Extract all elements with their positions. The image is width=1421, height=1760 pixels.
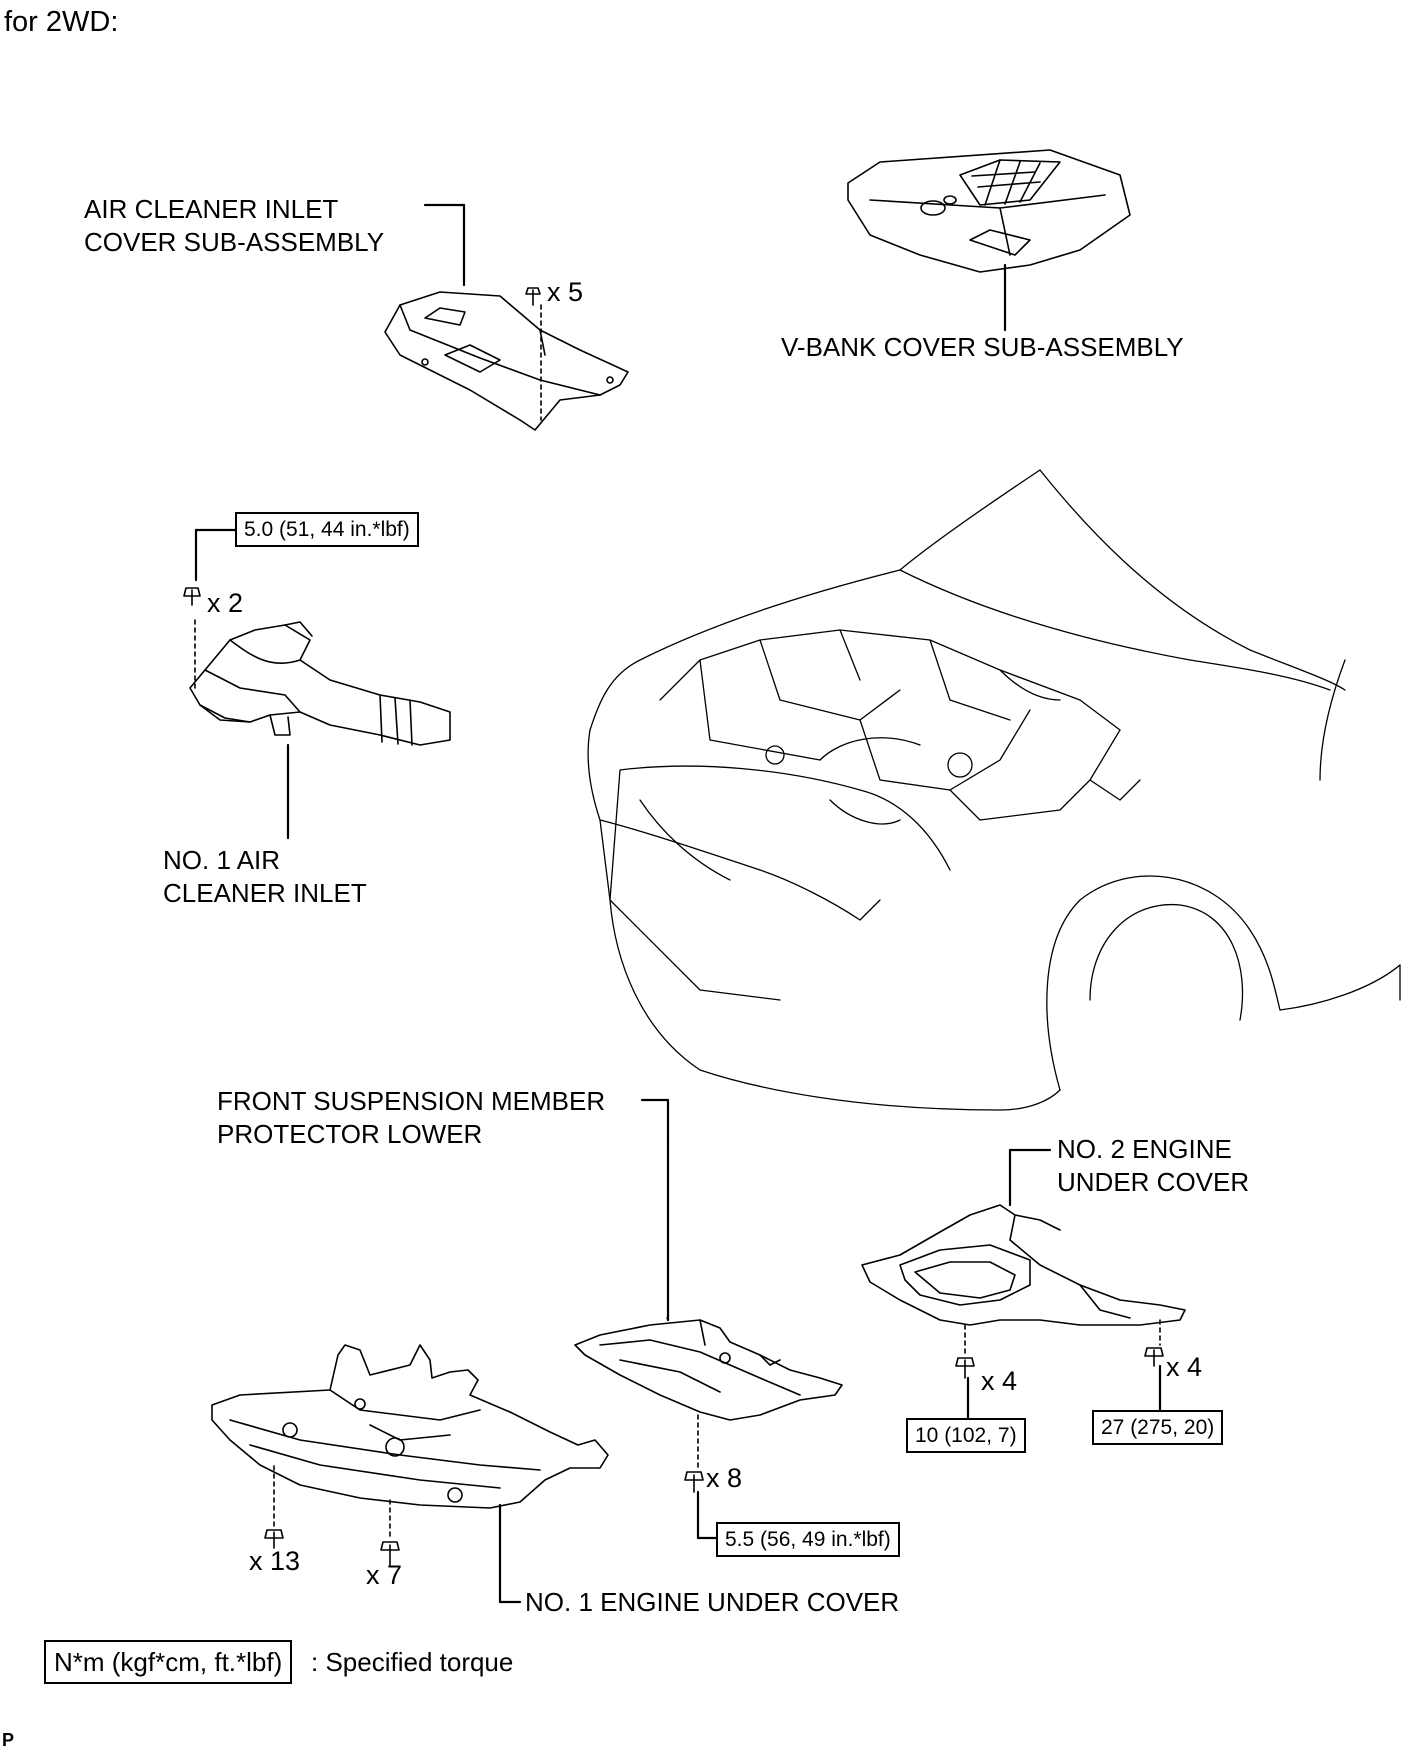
torque-box-protector-bolt: 5.5 (56, 49 in.*lbf) — [716, 1522, 900, 1557]
label-no1-air-cleaner-inlet-line1: NO. 1 AIR — [163, 845, 281, 875]
header-text: for 2WD: — [4, 6, 119, 38]
qty-no1-clips: x 7 — [366, 1560, 403, 1590]
qty-no2-bolts-a: x 4 — [981, 1366, 1018, 1396]
qty-no1-bolts: x 13 — [249, 1546, 301, 1576]
label-no2-engine-under-cover-line2: UNDER COVER — [1057, 1167, 1250, 1197]
legend-description: : Specified torque — [311, 1647, 514, 1677]
torque-box-no2-bolt-b: 27 (275, 20) — [1092, 1410, 1224, 1445]
qty-protector-bolts: x 8 — [706, 1463, 743, 1493]
label-front-suspension-protector-line1: FRONT SUSPENSION MEMBER — [217, 1086, 606, 1116]
no1-engine-under-cover-illustration — [211, 1344, 609, 1604]
legend-torque-unit-box: N*m (kgf*cm, ft.*lbf) — [44, 1640, 293, 1684]
label-front-suspension-protector-line2: PROTECTOR LOWER — [217, 1119, 483, 1149]
torque-box-no2-bolt-a: 10 (102, 7) — [906, 1418, 1026, 1453]
vehicle-front-illustration — [587, 469, 1401, 1111]
front-suspension-protector-illustration — [574, 1098, 843, 1540]
label-v-bank-cover: V-BANK COVER SUB-ASSEMBLY — [781, 332, 1184, 362]
label-air-cleaner-inlet-cover-line2: COVER SUB-ASSEMBLY — [84, 227, 385, 257]
qty-no2-bolts-b: x 4 — [1166, 1352, 1203, 1382]
air-cleaner-inlet-cover-illustration — [384, 203, 629, 431]
label-no1-air-cleaner-inlet-line2: CLEANER INLET — [163, 878, 367, 908]
torque-box-inlet-bolt: 5.0 (51, 44 in.*lbf) — [235, 512, 419, 547]
qty-inlet-bolts: x 2 — [207, 588, 244, 618]
label-air-cleaner-inlet-cover-line1: AIR CLEANER INLET — [84, 194, 339, 224]
v-bank-cover-illustration — [847, 149, 1131, 332]
footer-mark: P — [2, 1730, 15, 1750]
no1-air-cleaner-inlet-illustration — [183, 528, 451, 840]
no2-engine-under-cover-illustration — [861, 1148, 1186, 1420]
label-no1-engine-under-cover: NO. 1 ENGINE UNDER COVER — [525, 1587, 900, 1617]
label-no2-engine-under-cover-line1: NO. 2 ENGINE — [1057, 1134, 1232, 1164]
qty-cover-clips: x 5 — [547, 277, 584, 307]
